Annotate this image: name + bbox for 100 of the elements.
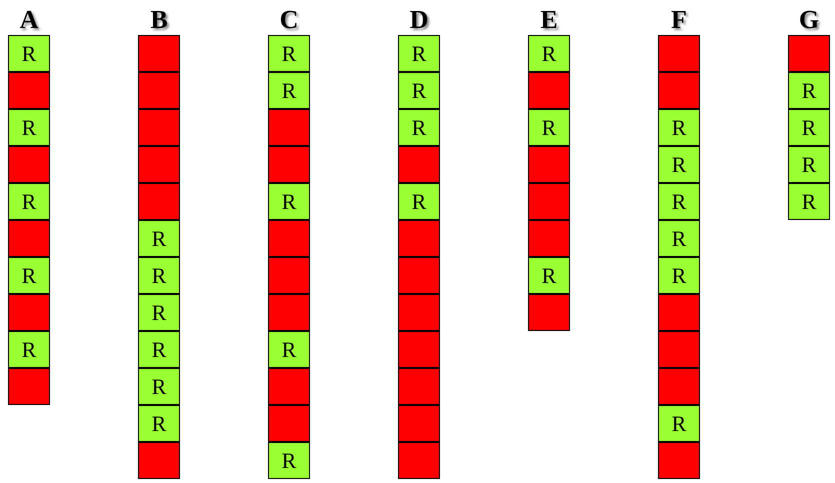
empty-cell <box>658 331 700 368</box>
empty-cell <box>398 442 440 479</box>
cell-letter: R <box>152 226 166 252</box>
cell-letter: R <box>152 411 166 437</box>
marked-cell <box>658 220 700 257</box>
empty-cell <box>398 294 440 331</box>
marked-cell <box>658 405 700 442</box>
column-heading: C <box>278 6 300 34</box>
marked-cell <box>788 72 830 109</box>
marked-cell <box>138 368 180 405</box>
marked-cell <box>528 109 570 146</box>
marked-cell <box>658 109 700 146</box>
marked-cell <box>398 35 440 72</box>
cell-letter: R <box>412 41 426 67</box>
marked-cell <box>398 183 440 220</box>
empty-cell <box>268 109 310 146</box>
cell-letter: R <box>542 115 556 141</box>
cell-letter: R <box>672 189 686 215</box>
cell-letter: R <box>412 78 426 104</box>
empty-cell <box>398 257 440 294</box>
cell-letter: R <box>802 152 816 178</box>
cell-letter: R <box>22 189 36 215</box>
marked-cell <box>8 35 50 72</box>
cell-letter: R <box>802 78 816 104</box>
cell-letter: R <box>22 41 36 67</box>
marked-cell <box>528 35 570 72</box>
marked-cell <box>138 294 180 331</box>
cell-letter: R <box>282 189 296 215</box>
empty-cell <box>398 405 440 442</box>
column-heading: B <box>149 6 169 34</box>
marked-cell <box>398 109 440 146</box>
empty-cell <box>8 146 50 183</box>
cell-letter: R <box>282 41 296 67</box>
cell-letter: R <box>22 337 36 363</box>
marked-cell <box>658 257 700 294</box>
marked-cell <box>788 183 830 220</box>
cell-letter: R <box>802 189 816 215</box>
empty-cell <box>528 72 570 109</box>
empty-cell <box>268 220 310 257</box>
empty-cell <box>398 146 440 183</box>
cell-letter: R <box>802 115 816 141</box>
cell-letter: R <box>152 263 166 289</box>
cell-letter: R <box>412 189 426 215</box>
cell-letter: R <box>672 263 686 289</box>
empty-cell <box>138 109 180 146</box>
marked-cell <box>268 72 310 109</box>
empty-cell <box>8 72 50 109</box>
empty-cell <box>138 442 180 479</box>
marked-cell <box>268 442 310 479</box>
empty-cell <box>658 368 700 405</box>
marked-cell <box>658 146 700 183</box>
empty-cell <box>528 294 570 331</box>
empty-cell <box>528 183 570 220</box>
cell-letter: R <box>672 115 686 141</box>
marked-cell <box>398 72 440 109</box>
column-heading: F <box>670 6 688 34</box>
cell-letter: R <box>672 226 686 252</box>
marked-cell <box>788 109 830 146</box>
cell-letter: R <box>542 41 556 67</box>
empty-cell <box>398 220 440 257</box>
marked-cell <box>528 257 570 294</box>
cell-letter: R <box>282 78 296 104</box>
cell-letter: R <box>542 263 556 289</box>
empty-cell <box>268 405 310 442</box>
empty-cell <box>658 442 700 479</box>
empty-cell <box>268 368 310 405</box>
cell-letter: R <box>412 115 426 141</box>
cell-letter: R <box>152 300 166 326</box>
marked-cell <box>268 183 310 220</box>
empty-cell <box>658 35 700 72</box>
marked-cell <box>138 405 180 442</box>
cell-letter: R <box>152 374 166 400</box>
empty-cell <box>528 146 570 183</box>
marked-cell <box>268 35 310 72</box>
empty-cell <box>138 35 180 72</box>
marked-cell <box>8 109 50 146</box>
empty-cell <box>138 146 180 183</box>
cell-letter: R <box>22 115 36 141</box>
column-heading: E <box>539 6 559 34</box>
empty-cell <box>268 146 310 183</box>
marked-cell <box>8 331 50 368</box>
column-heading: A <box>18 6 40 34</box>
marked-cell <box>138 220 180 257</box>
empty-cell <box>8 368 50 405</box>
marked-cell <box>658 183 700 220</box>
empty-cell <box>658 72 700 109</box>
empty-cell <box>658 294 700 331</box>
empty-cell <box>398 331 440 368</box>
column-heading: D <box>408 6 430 34</box>
empty-cell <box>8 294 50 331</box>
marked-cell <box>788 146 830 183</box>
marked-cell <box>8 183 50 220</box>
marked-cell <box>138 331 180 368</box>
empty-cell <box>138 72 180 109</box>
empty-cell <box>788 35 830 72</box>
cell-letter: R <box>22 263 36 289</box>
cell-letter: R <box>152 337 166 363</box>
empty-cell <box>268 294 310 331</box>
empty-cell <box>138 183 180 220</box>
marked-cell <box>268 331 310 368</box>
